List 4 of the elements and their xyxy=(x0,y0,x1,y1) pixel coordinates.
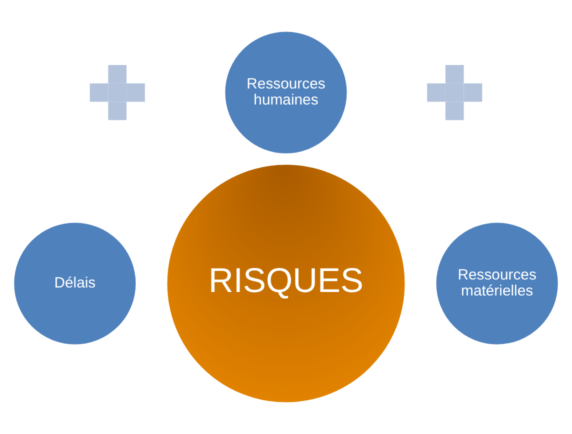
node-circle: Délais xyxy=(12,220,138,347)
node-circle: Ressources matérielles xyxy=(434,220,560,347)
node-circle: RISQUES xyxy=(164,162,408,405)
node-circle: Ressources humaines xyxy=(222,29,350,156)
